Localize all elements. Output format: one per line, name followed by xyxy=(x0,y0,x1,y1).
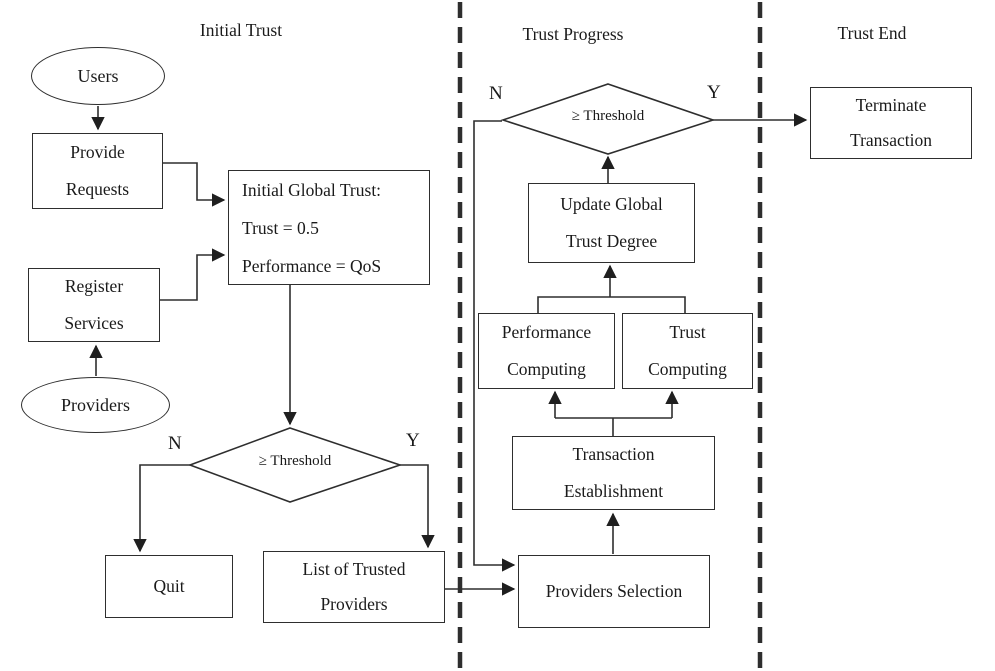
node-provide-requests-line2: Requests xyxy=(65,179,130,199)
section-title-initial-trust: Initial Trust xyxy=(199,20,283,40)
decision2-yes-branch-label: Y xyxy=(707,82,721,103)
node-providers-label: Providers xyxy=(61,394,130,415)
node-list-line2: Providers xyxy=(320,594,388,614)
node-transaction-line1: Transaction xyxy=(572,444,655,464)
node-provide-requests: Provide Requests xyxy=(32,133,163,209)
decision-diamond-initial xyxy=(187,427,403,503)
node-trust-computing: Trust Computing xyxy=(622,313,753,389)
node-list-line1: List of Trusted xyxy=(302,559,406,579)
connector-provide-requests-to-initial-global-trust xyxy=(163,162,226,207)
node-transaction-establishment: Transaction Establishment xyxy=(512,436,715,510)
node-quit-label: Quit xyxy=(153,576,185,596)
node-users-label: Users xyxy=(77,65,119,86)
node-terminate-transaction: Terminate Transaction xyxy=(810,87,972,159)
decision1-label: ≥ Threshold xyxy=(258,453,332,469)
connector-computing-merge-bar xyxy=(537,296,686,313)
node-update-global-line1: Update Global xyxy=(560,194,663,214)
connector-decision1-yes-to-list xyxy=(400,464,435,549)
node-update-global-line2: Trust Degree xyxy=(565,231,658,251)
node-providers: Providers xyxy=(21,377,170,433)
node-provide-requests-line1: Provide xyxy=(70,142,125,162)
connector-register-services-to-initial-global-trust xyxy=(160,248,226,301)
decision1-no-branch-label: N xyxy=(168,433,182,454)
decision1-yes-branch-label: Y xyxy=(406,430,420,451)
node-initial-global-trust: Initial Global Trust: Trust = 0.5 Perfor… xyxy=(228,170,430,285)
node-register-services-line1: Register xyxy=(64,276,124,296)
decision-diamond-progress xyxy=(500,83,716,155)
node-list-of-trusted-providers: List of Trusted Providers xyxy=(263,551,445,623)
node-trust-computing-line1: Trust xyxy=(669,322,706,342)
node-transaction-line2: Establishment xyxy=(563,481,664,501)
node-performance-computing-line2: Computing xyxy=(507,359,586,379)
node-users: Users xyxy=(31,47,165,105)
node-terminate-line1: Terminate xyxy=(855,95,927,115)
node-initial-global-trust-line3: Performance = QoS xyxy=(242,255,382,276)
node-update-global-trust-degree: Update Global Trust Degree xyxy=(528,183,695,263)
section-title-trust-progress: Trust Progress xyxy=(522,24,624,44)
node-performance-computing: Performance Computing xyxy=(478,313,615,389)
node-register-services-line2: Services xyxy=(64,313,124,333)
decision2-label: ≥ Threshold xyxy=(571,108,645,124)
node-terminate-line2: Transaction xyxy=(850,130,932,150)
node-initial-global-trust-line1: Initial Global Trust: xyxy=(242,179,382,200)
connector-transaction-split-bar xyxy=(555,417,672,436)
node-performance-computing-line1: Performance xyxy=(501,322,592,342)
node-quit: Quit xyxy=(105,555,233,618)
connector-decision1-no-to-quit xyxy=(133,464,190,553)
decision2-no-branch-label: N xyxy=(489,83,503,104)
node-initial-global-trust-line2: Trust = 0.5 xyxy=(242,217,319,238)
section-title-trust-end: Trust End xyxy=(837,23,907,43)
node-providers-selection: Providers Selection xyxy=(518,555,710,628)
node-providers-selection-label: Providers Selection xyxy=(545,581,683,601)
node-register-services: Register Services xyxy=(28,268,160,342)
node-trust-computing-line2: Computing xyxy=(648,359,727,379)
connector-decision2-no-to-providers-selection xyxy=(473,120,516,572)
